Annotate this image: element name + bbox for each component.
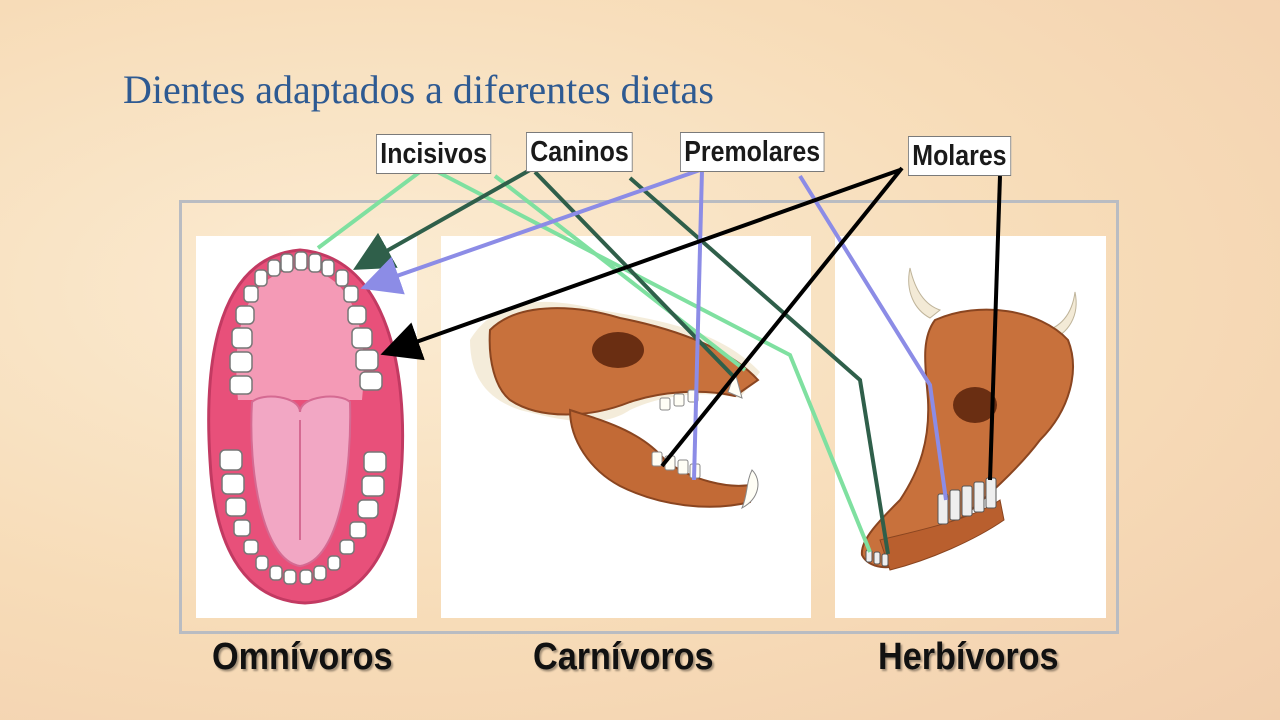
incisivos-line-omnivore (316, 166, 427, 250)
carnivore-skull-panel (441, 236, 811, 618)
carnivore-skull-illustration (470, 301, 760, 510)
premolares-label: Premolares (680, 132, 825, 172)
omnivoros-caption: Omnívoros (212, 636, 393, 678)
caninos-label: Caninos (526, 132, 633, 172)
human-mouth-illustration (207, 248, 405, 605)
molares-line-omnivore (380, 168, 901, 361)
premolares-line-carnivore (692, 169, 704, 481)
incisivos-line-herbivore (429, 166, 872, 553)
molares-line-herbivore (988, 175, 1002, 481)
herbivore-skull-illustration (860, 267, 1077, 571)
connector-lines (316, 166, 1002, 555)
premolares-line-herbivore (798, 174, 948, 501)
molares-label: Molares (908, 136, 1011, 176)
caninos-line-omnivore (353, 168, 531, 270)
caninos-line-carnivore (533, 170, 737, 380)
diagram-frame (179, 200, 1119, 634)
carnivoros-caption: Carnívoros (533, 636, 714, 678)
premolares-line-omnivore (360, 168, 701, 295)
incisivos-line-carnivore (493, 174, 747, 372)
incisivos-label: Incisivos (376, 134, 492, 174)
slide-title: Dientes adaptados a diferentes dietas (123, 67, 714, 112)
caninos-line-herbivore (628, 176, 890, 555)
herbivoros-caption: Herbívoros (878, 636, 1059, 678)
molares-line-carnivore (660, 166, 904, 468)
